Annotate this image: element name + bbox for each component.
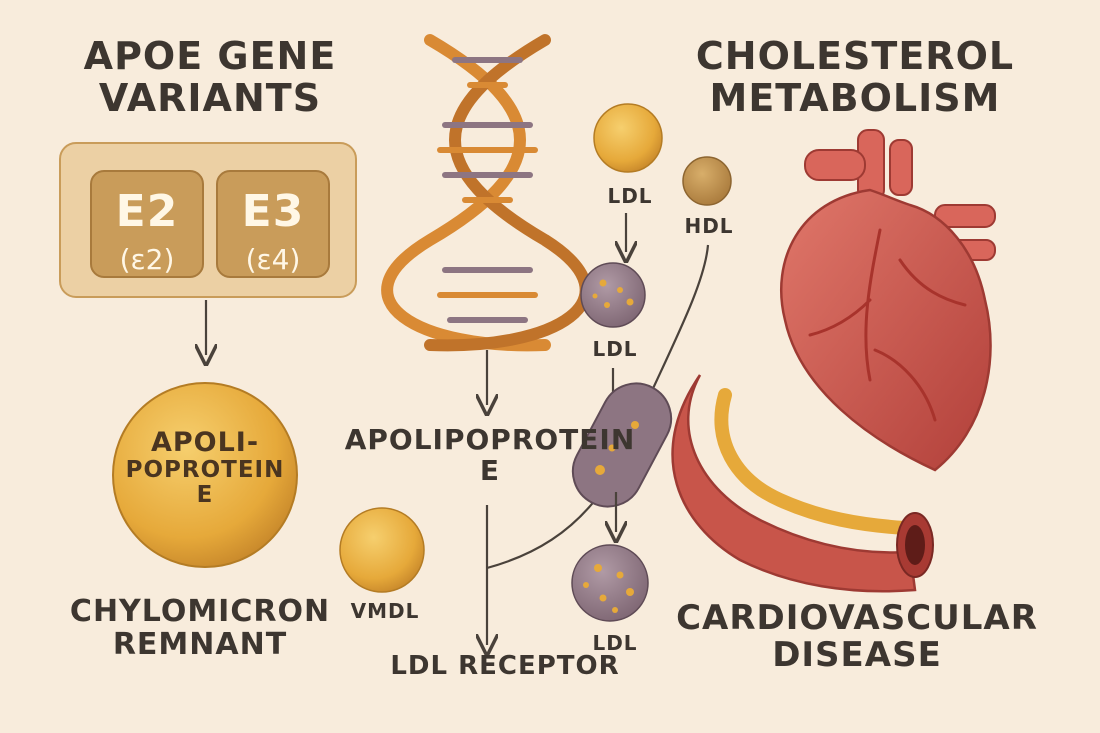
apolipoprotein-line-2: E bbox=[479, 453, 501, 487]
ldl-bottom-label: LDL bbox=[592, 631, 638, 655]
variant-e3-sub: (ε4) bbox=[245, 243, 301, 276]
cholesterol-metabolism-title: CHOLESTEROL METABOLISM bbox=[690, 34, 1020, 120]
vmdl-particle bbox=[339, 507, 425, 593]
cardiovascular-disease-label: CARDIOVASCULAR DISEASE bbox=[672, 598, 1042, 676]
ldl-mid-particle bbox=[580, 262, 646, 328]
ldl-top-label: LDL bbox=[607, 184, 653, 208]
ldl-mid-label: LDL bbox=[592, 337, 638, 361]
ldl-top-particle bbox=[593, 103, 663, 173]
cardio-line-1: CARDIOVASCULAR bbox=[676, 598, 1038, 638]
dna-helix-icon bbox=[381, 34, 592, 352]
apoe-circle bbox=[112, 382, 298, 568]
ldl-receptor-label: LDL RECEPTOR bbox=[390, 651, 620, 681]
heart-icon bbox=[780, 129, 996, 472]
chylomicron-line-2: REMNANT bbox=[112, 627, 288, 662]
variant-e2-sub: (ε2) bbox=[119, 243, 175, 276]
apoe-circle-line-2: POPROTEIN bbox=[125, 456, 285, 483]
ldl-bottom-particle bbox=[571, 544, 649, 622]
metabolism-title-line-2: METABOLISM bbox=[709, 75, 1001, 120]
apolipoprotein-line-1: APOLIPOPROTEIN bbox=[344, 423, 636, 456]
hdl-particle bbox=[682, 156, 732, 206]
cardio-line-2: DISEASE bbox=[772, 635, 942, 676]
chylomicron-remnant-label: CHYLOMICRON REMNANT bbox=[55, 595, 345, 661]
apoe-title-line-2: VARIANTS bbox=[98, 75, 322, 120]
apolipoprotein-label: APOLIPOPROTEIN E bbox=[340, 423, 640, 487]
variant-box-e2: E2 (ε2) bbox=[90, 170, 204, 278]
variant-e3-label: E3 bbox=[241, 186, 305, 237]
variant-box-e3: E3 (ε4) bbox=[216, 170, 330, 278]
apoe-circle-line-3: E bbox=[196, 481, 214, 508]
variant-e2-label: E2 bbox=[115, 186, 179, 237]
metabolism-title-line-1: CHOLESTEROL bbox=[695, 34, 1015, 78]
vmdl-label: VMDL bbox=[350, 599, 420, 623]
apoe-gene-variants-title: APOE GENE VARIANTS bbox=[60, 34, 360, 120]
artery-icon bbox=[671, 374, 934, 593]
apoe-title-line-1: APOE GENE bbox=[83, 34, 337, 78]
apoe-circle-text: APOLI- POPROTEIN E bbox=[115, 428, 295, 508]
apoe-circle-line-1: APOLI- bbox=[150, 427, 260, 458]
chylomicron-line-1: CHYLOMICRON bbox=[69, 594, 331, 629]
hdl-label: HDL bbox=[684, 214, 734, 238]
receptor-capsule bbox=[571, 382, 673, 508]
